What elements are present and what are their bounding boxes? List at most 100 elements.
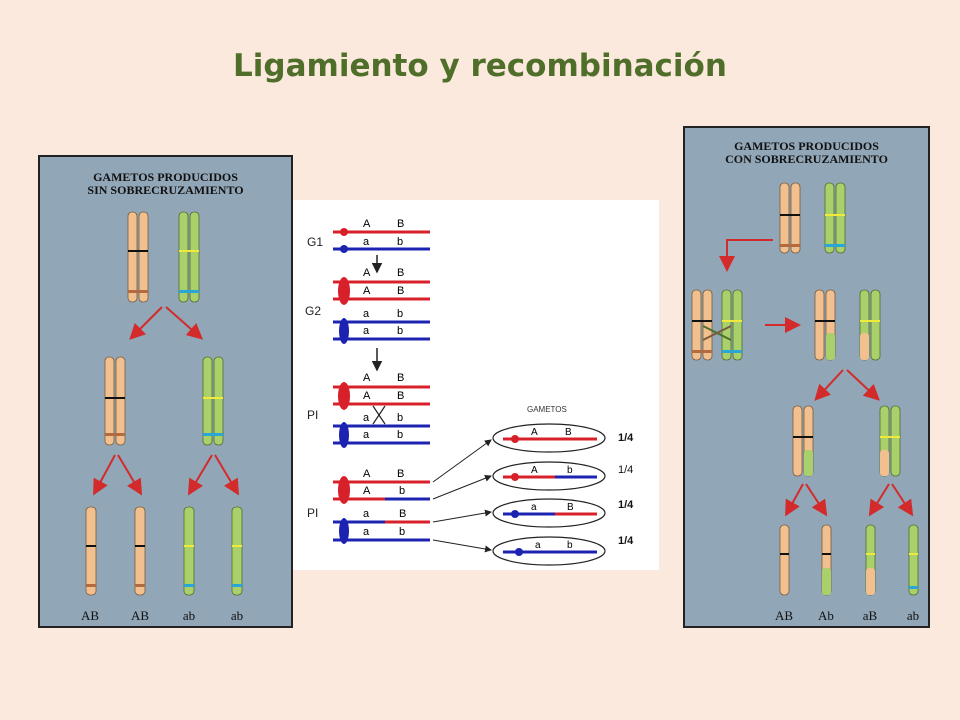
arrow xyxy=(785,483,804,517)
panel-title-line-2: CON SOBRECRUZAMIENTO xyxy=(725,152,888,166)
gamete-label: aB xyxy=(862,608,878,623)
crossover-diagram xyxy=(691,182,919,596)
gamete-label: AB xyxy=(130,608,150,623)
allele-label: A xyxy=(531,427,538,438)
gametes-title: GAMETOS xyxy=(527,405,567,414)
g1-chromosomes: A B a b xyxy=(333,218,430,253)
allele-label: A xyxy=(363,285,371,297)
arrow xyxy=(129,306,163,340)
arrow xyxy=(891,483,914,517)
allele-label: A xyxy=(363,390,371,402)
allele-label: b xyxy=(567,465,573,476)
parent-chromosome-green xyxy=(178,211,200,303)
gamete-label: Ab xyxy=(818,608,834,623)
no-crossover-diagram xyxy=(85,211,243,596)
recombined-chromosomes xyxy=(814,289,881,361)
peach-chromosome-duplicated xyxy=(104,356,126,446)
allele-label: B xyxy=(397,218,404,230)
arrow xyxy=(117,454,143,496)
gamete-label: ab xyxy=(230,608,244,623)
gamete-fraction: 1/4 xyxy=(618,464,633,476)
arrow xyxy=(719,239,773,272)
allele-label: B xyxy=(397,285,404,297)
gamete-ellipse: A B xyxy=(492,423,606,453)
allele-label: B xyxy=(397,468,404,480)
green-chromosome-duplicated xyxy=(202,356,224,446)
parent-chromosome-peach xyxy=(779,182,801,254)
stage-label: G1 xyxy=(307,235,323,249)
gamete-ellipse: a B xyxy=(492,498,606,528)
gamete-chromosome xyxy=(85,506,97,596)
panel-title-line-2: SIN SOBRECRUZAMIENTO xyxy=(87,183,244,197)
allele-label: b xyxy=(397,325,403,337)
prophase-recombined: A B A b a B a b xyxy=(333,468,430,544)
allele-label: B xyxy=(397,390,404,402)
gamete-ellipse: A b xyxy=(492,461,606,491)
allele-label: b xyxy=(397,236,403,248)
peach-chromosome-recombined xyxy=(792,405,814,477)
gamete-chromosome xyxy=(134,506,146,596)
allele-label: a xyxy=(363,429,370,441)
allele-label: b xyxy=(399,526,405,538)
arrow xyxy=(432,439,492,483)
stage-label: PI xyxy=(307,506,318,520)
recombination-diagram-panel: G1 G2 PI PI A B a b A B A B a xyxy=(293,200,659,570)
allele-label: a xyxy=(363,508,370,520)
arrow xyxy=(868,483,890,517)
crossover-panel: GAMETOS PRODUCIDOS CON SOBRECRUZAMIENTO xyxy=(683,126,930,628)
arrow xyxy=(432,539,492,553)
prophase-crossover: A B A B a b a b xyxy=(333,372,430,448)
allele-label: a xyxy=(363,412,370,424)
gamete-ellipse: a b xyxy=(492,536,606,566)
allele-label: B xyxy=(397,267,404,279)
arrow xyxy=(93,454,116,496)
allele-label: b xyxy=(397,412,403,424)
arrow xyxy=(187,454,213,496)
gamete-fraction: 1/4 xyxy=(618,499,634,511)
allele-label: A xyxy=(363,218,371,230)
gamete-label: ab xyxy=(906,608,920,623)
arrow xyxy=(846,369,880,401)
allele-label: a xyxy=(531,502,537,513)
gamete-chromosome xyxy=(908,524,919,596)
arrow xyxy=(805,483,828,517)
stage-label: PI xyxy=(307,408,318,422)
green-chromosome-recombined xyxy=(879,405,901,477)
allele-label: b xyxy=(397,429,403,441)
gamete-label: AB xyxy=(774,608,794,623)
synapsis-chromosomes xyxy=(691,289,743,361)
gamete-label: ab xyxy=(182,608,196,623)
panel-title-line-1: GAMETOS PRODUCIDOS xyxy=(734,139,879,153)
gamete-chromosome xyxy=(779,524,790,596)
allele-label: a xyxy=(363,236,370,248)
arrow xyxy=(432,474,492,500)
page-title: Ligamiento y recombinación xyxy=(233,48,727,84)
allele-label: a xyxy=(363,325,370,337)
allele-label: B xyxy=(565,427,572,438)
g2-chromosomes: A B A B a b a b xyxy=(333,267,430,344)
no-crossover-panel: GAMETOS PRODUCIDOS SIN SOBRECRUZAMIENTO xyxy=(38,155,293,628)
arrow xyxy=(214,454,240,496)
arrow xyxy=(165,306,203,340)
allele-label: b xyxy=(567,540,573,551)
no-crossover-panel-title: GAMETOS PRODUCIDOS SIN SOBRECRUZAMIENTO xyxy=(40,171,291,197)
allele-label: a xyxy=(535,540,541,551)
stage-label: G2 xyxy=(305,304,321,318)
gamete-chromosome xyxy=(231,506,243,596)
allele-label: A xyxy=(363,485,371,497)
panel-title-line-1: GAMETOS PRODUCIDOS xyxy=(93,170,238,184)
allele-label: A xyxy=(363,468,371,480)
allele-label: b xyxy=(399,485,405,497)
allele-label: B xyxy=(399,508,406,520)
crossover-panel-title: GAMETOS PRODUCIDOS CON SOBRECRUZAMIENTO xyxy=(685,140,928,166)
arrow xyxy=(432,509,492,523)
gamete-label: AB xyxy=(80,608,100,623)
parent-chromosome-green xyxy=(824,182,846,254)
allele-label: b xyxy=(397,308,403,320)
allele-label: A xyxy=(363,267,371,279)
parent-chromosome-peach xyxy=(127,211,149,303)
gamete-fraction: 1/4 xyxy=(618,535,634,547)
allele-label: B xyxy=(567,502,574,513)
gamete-fraction: 1/4 xyxy=(618,432,634,444)
allele-label: A xyxy=(363,372,371,384)
